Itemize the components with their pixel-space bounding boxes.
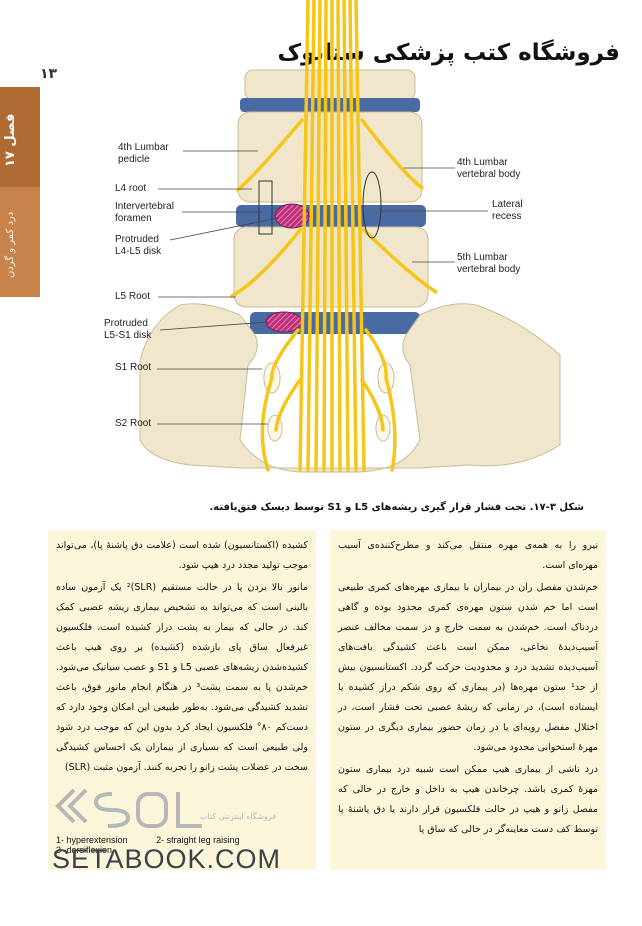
setabook-logo-icon: [55, 788, 202, 828]
label-lateral-recess: Lateral recess: [492, 199, 523, 222]
intervertebral-foramen-marker: [258, 180, 273, 235]
lateral-recess-marker: [362, 171, 382, 239]
paragraph: درد ناشی از بیماری هیپ ممکن است شبیه درد…: [338, 764, 598, 835]
label-leader-lines: [157, 150, 488, 425]
label-l5-root: L5 Root: [115, 291, 151, 302]
label-l4-pedicle: 4th Lumbar pedicle: [118, 142, 169, 165]
l4-l5-disk-herniation: [274, 203, 310, 229]
label-protruded-l4-l5: Protruded L4-L5 disk: [115, 234, 162, 257]
cauda-equina-nerves: [230, 0, 438, 472]
label-protruded-l5-s1: Protruded L5-S1 disk: [104, 318, 152, 341]
label-intervertebral-foramen: Intervertebral foramen: [115, 201, 174, 224]
watermark-site: SETABOOK.COM: [52, 844, 282, 874]
page-number: ۱۳: [40, 66, 58, 82]
chapter-tab-header: [0, 87, 40, 187]
footnote-1: 1- hyperextension: [56, 835, 128, 845]
paragraph: کشیده (اکستانسیون) شده است (علامت دق پاش…: [56, 540, 308, 571]
paragraph: خم‌شدن مفصل ران در بیماران با بیماری مهر…: [338, 582, 598, 753]
watermark-tagline: فروشگاه اینترنتی کتاب: [200, 812, 277, 821]
footnotes: 1- hyperextension 2- straight leg raisin…: [56, 835, 266, 855]
label-s2-root: S2 Root: [115, 418, 152, 429]
paragraph: نیرو را به همه‌ی مهره منتقل می‌کند و مطر…: [338, 540, 598, 571]
paragraph: مانور بالا بردن پا در حالت مستقیم (SLR)²…: [56, 582, 309, 773]
spine-nerve-root-illustration: [139, 0, 561, 473]
text-column-right: نیرو را به همه‌ی مهره منتقل می‌کند و مطر…: [330, 530, 606, 870]
label-l4-vertebral-body: 4th Lumbar vertebral body: [457, 157, 521, 180]
figure-caption: شکل ۳-۱۷. تحت فشار قرار گیری ریشه‌های L5…: [209, 502, 584, 513]
label-l5-vertebral-body: 5th Lumbar vertebral body: [457, 252, 521, 275]
text-column-left: کشیده (اکستانسیون) شده است (علامت دق پاش…: [48, 530, 316, 870]
label-s1-root: S1 Root: [115, 362, 152, 373]
page-header-title: فروشگاه کتب پزشکی ستابوک: [277, 40, 620, 66]
footnote-2: 2- straight leg raising: [156, 835, 240, 845]
label-l4-root: L4 root: [115, 183, 147, 194]
footnote-3: 3- dorsiflexion: [56, 845, 113, 855]
